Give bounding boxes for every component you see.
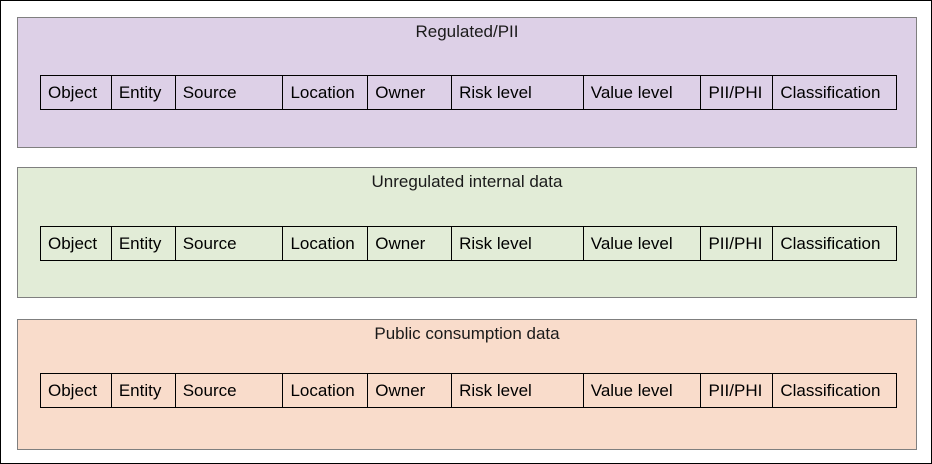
field-location: Location [283,374,369,407]
field-risk-level: Risk level [452,76,584,109]
field-row: Object Entity Source Location Owner Risk… [40,75,897,110]
band-title: Public consumption data [374,324,560,343]
field-pii-phi: PII/PHI [701,374,774,407]
field-classification: Classification [780,380,881,400]
field-source: Source [176,374,284,407]
field-location: Location [283,227,369,260]
field-owner: Owner [368,374,453,407]
field-entity: Entity [112,76,176,109]
band-public-consumption: Public consumption data Object Entity So… [17,319,917,450]
field-classification: Classification [780,233,881,253]
field-owner: Owner [368,76,453,109]
field-classification: Classification [780,82,881,102]
field-value-level: Value level [584,76,702,109]
field-entity: Entity [112,374,176,407]
field-location: Location [283,76,369,109]
field-pii-phi: PII/PHI [701,227,774,260]
field-value-level: Value level [584,227,702,260]
field-row: Object Entity Source Location Owner Risk… [40,226,897,261]
field-risk-level: Risk level [452,374,584,407]
field-value-level: Value level [584,374,702,407]
field-pii-phi: PII/PHI [701,76,774,109]
field-object: Object [41,374,112,407]
band-title: Unregulated internal data [371,172,563,191]
field-object: Object [41,227,112,260]
band-regulated-pii: Regulated/PII Object Entity Source Locat… [17,17,917,148]
field-source: Source [176,227,284,260]
band-title: Regulated/PII [415,22,519,41]
field-row: Object Entity Source Location Owner Risk… [40,373,897,408]
field-risk-level: Risk level [452,227,584,260]
field-owner: Owner [368,227,453,260]
field-source: Source [176,76,284,109]
field-entity: Entity [112,227,176,260]
band-unregulated-internal: Unregulated internal data Object Entity … [17,167,917,298]
field-object: Object [41,76,112,109]
